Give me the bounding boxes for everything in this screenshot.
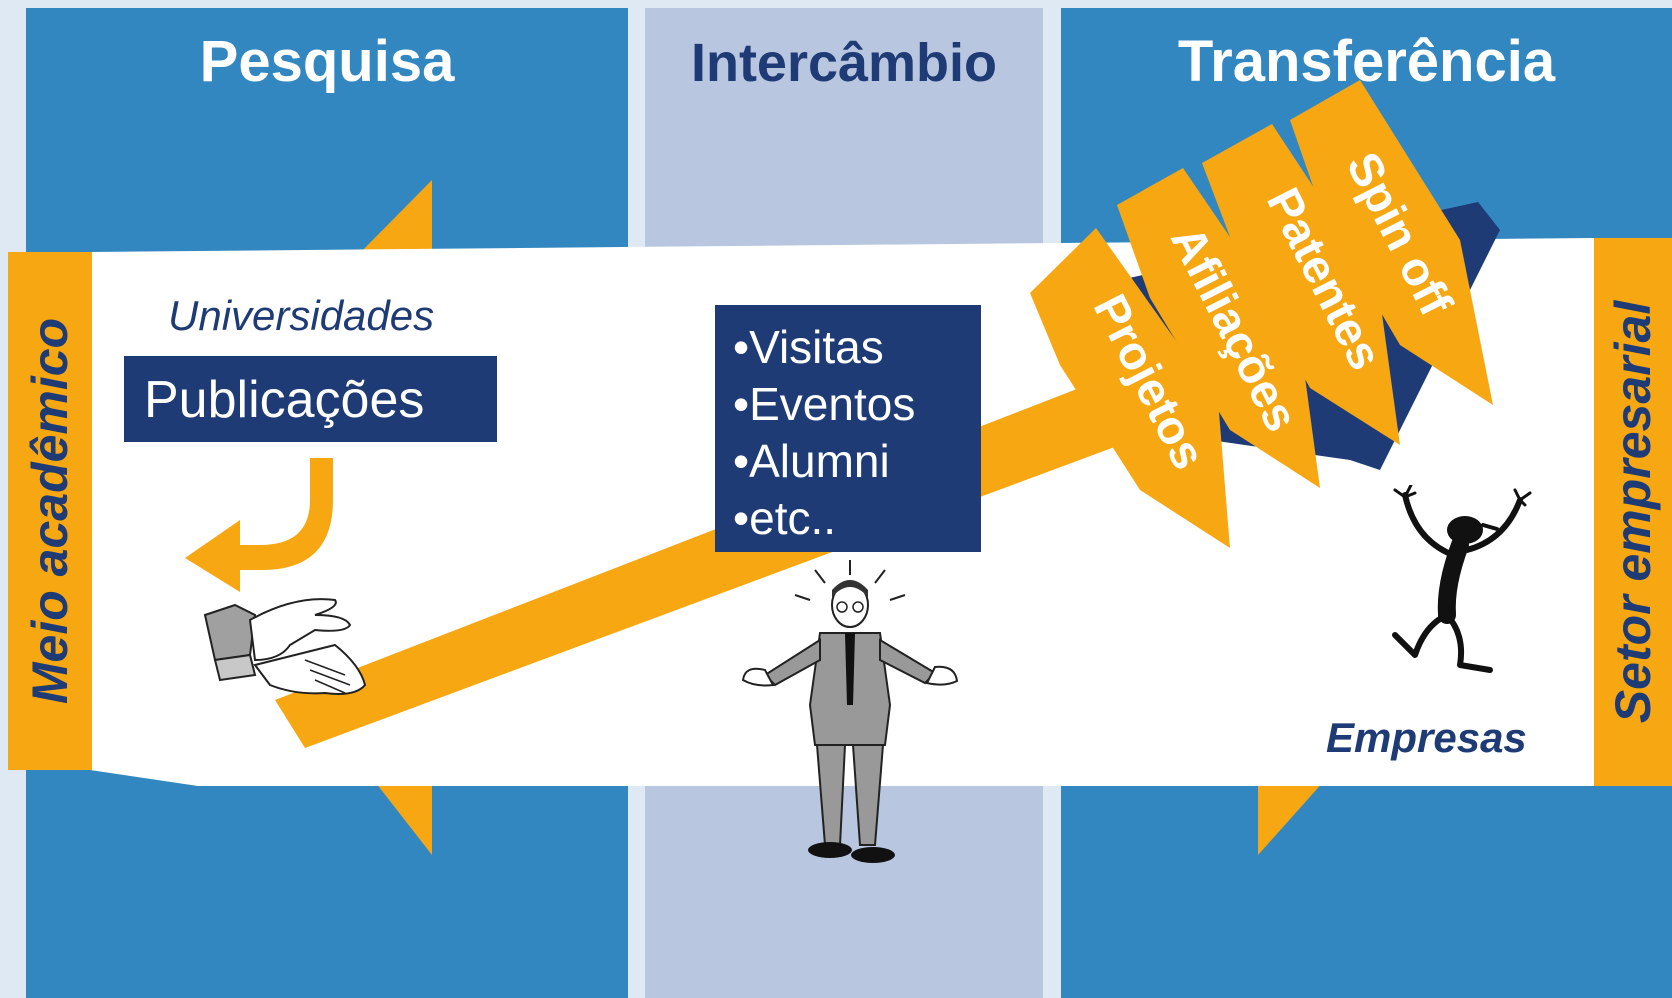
exchange-item: •Alumni (733, 435, 890, 487)
exchange-item: •Visitas (733, 321, 884, 373)
exchange-title: Intercâmbio (690, 33, 998, 93)
running-figure-icon (1392, 485, 1532, 673)
academic-label-text: Meio acadêmico (22, 317, 79, 705)
transfer-title: Transferência (1177, 29, 1556, 94)
universities-label: Universidades (168, 292, 435, 339)
curved-arrow-icon (185, 458, 333, 592)
arrow-projetos (1030, 228, 1230, 548)
confused-man-icon (741, 560, 959, 863)
background-orange-arrow-right (1258, 775, 1325, 855)
business-label-text: Setor empresarial (1605, 300, 1661, 724)
exchange-item: •etc.. (733, 492, 837, 544)
arrow-patentes (1202, 124, 1400, 445)
hands-icon (203, 598, 367, 695)
research-title: Pesquisa (199, 29, 455, 94)
publications-box: Publicações (124, 356, 497, 442)
academic-side-label: Meio acadêmico (8, 252, 92, 770)
companies-label: Empresas (1326, 714, 1527, 761)
arrow-afiliacoes (1117, 168, 1320, 488)
exchange-list-box: •Visitas •Eventos •Alumni •etc.. (715, 305, 981, 552)
exchange-item: •Eventos (733, 378, 916, 430)
business-side-label: Setor empresarial (1594, 238, 1672, 786)
arrow-spin-off (1290, 80, 1493, 405)
